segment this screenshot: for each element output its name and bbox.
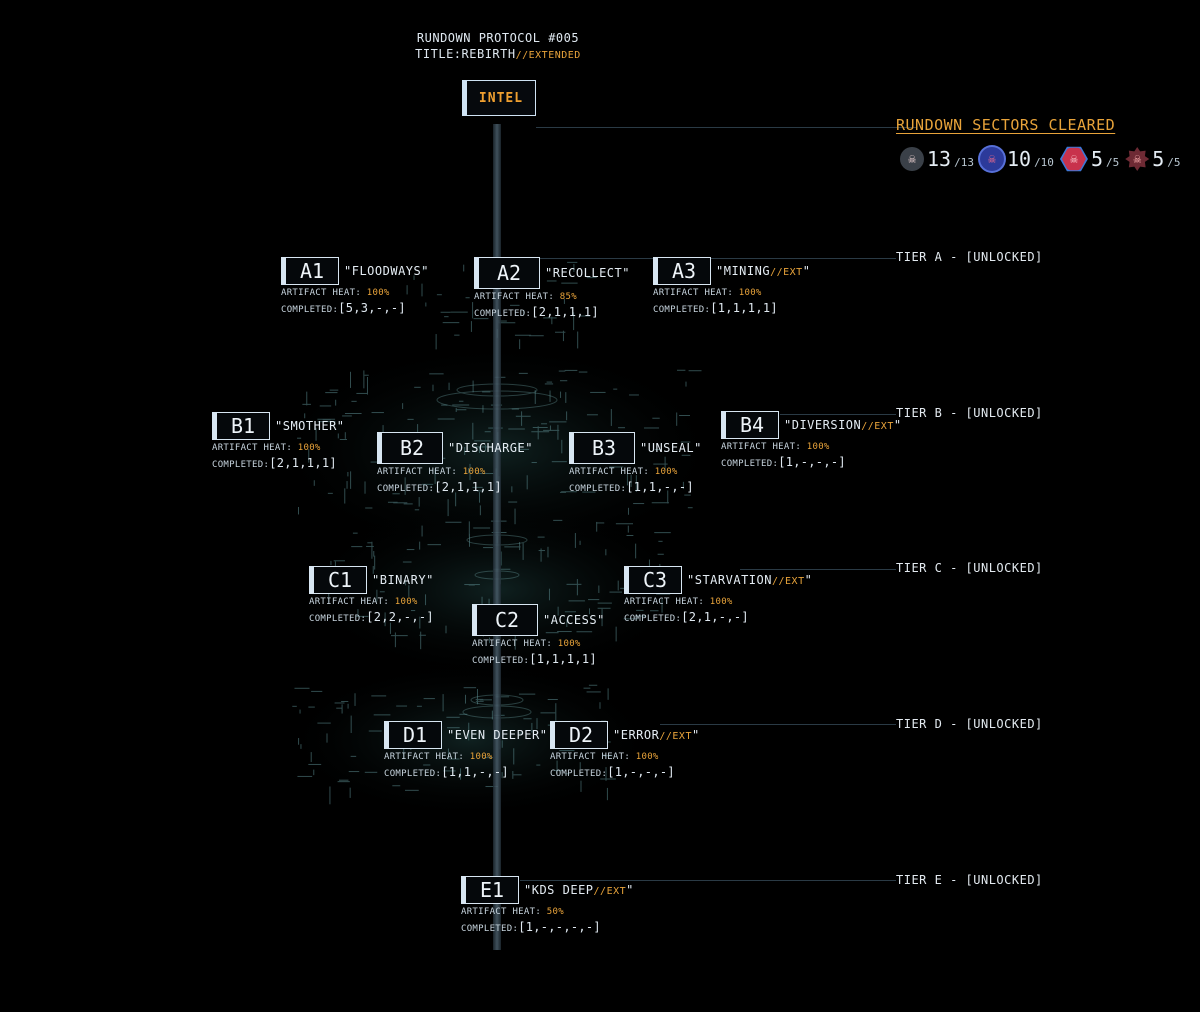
artifact-heat: ARTIFACT HEAT: 100%	[281, 288, 390, 298]
tier-a-label: TIER A - [UNLOCKED]	[896, 250, 1043, 264]
completed: COMPLETED:[1,-,-,-,-]	[461, 920, 601, 934]
tier-c-line	[740, 569, 896, 570]
tier-c-label: TIER C - [UNLOCKED]	[896, 561, 1043, 575]
level-name: "ERROR//EXT"	[613, 728, 700, 742]
level-name: "RECOLLECT"	[545, 266, 630, 280]
artifact-heat: ARTIFACT HEAT: 100%	[309, 597, 418, 607]
artifact-heat: ARTIFACT HEAT: 100%	[212, 443, 321, 453]
sector-stat-overload: ☠ 5/5	[1059, 146, 1119, 172]
skull-icon: ☠	[900, 147, 924, 171]
level-d2[interactable]: D2 "ERROR//EXT" ARTIFACT HEAT: 100% COMPL…	[550, 721, 700, 779]
completed: COMPLETED:[2,1,-,-]	[624, 610, 749, 624]
tier-d-line	[660, 724, 896, 725]
tier-d-label: TIER D - [UNLOCKED]	[896, 717, 1043, 731]
artifact-heat: ARTIFACT HEAT: 100%	[653, 288, 762, 298]
tier-b-label: TIER B - [UNLOCKED]	[896, 406, 1043, 420]
completed: COMPLETED:[2,1,1,1]	[377, 480, 502, 494]
level-c3[interactable]: C3"STARVATION//EXT" ARTIFACT HEAT: 100% …	[624, 566, 812, 624]
sector-stat-pe: ☠ 5/5	[1125, 147, 1181, 171]
level-c1[interactable]: C1 "BINARY" ARTIFACT HEAT: 100% COMPLETED…	[309, 566, 434, 624]
completed: COMPLETED:[1,-,-,-]	[550, 765, 675, 779]
level-name: "EVEN DEEPER"	[447, 728, 548, 742]
artifact-heat: ARTIFACT HEAT: 100%	[472, 639, 581, 649]
rundown-title: RUNDOWN PROTOCOL #005	[416, 31, 580, 45]
level-code[interactable]: C2	[472, 604, 538, 636]
gear-skull-icon: ☠	[1125, 147, 1150, 171]
level-code[interactable]: B2	[377, 432, 443, 464]
level-name: "DISCHARGE"	[448, 441, 533, 455]
tier-a-line	[540, 258, 896, 259]
artifact-heat: ARTIFACT HEAT: 100%	[377, 467, 486, 477]
level-name: "UNSEAL"	[640, 441, 702, 455]
level-code[interactable]: B1	[212, 412, 270, 440]
level-b4[interactable]: B4 "DIVERSION//EXT" ARTIFACT HEAT: 100% C…	[721, 411, 902, 469]
intel-line	[536, 127, 916, 128]
level-code[interactable]: D1	[384, 721, 442, 749]
artifact-heat: ARTIFACT HEAT: 100%	[624, 597, 733, 607]
completed: COMPLETED:[2,1,1,1]	[212, 456, 337, 470]
level-name: "MINING//EXT"	[716, 264, 811, 278]
sectors-cleared-stats: ☠ 13/13 ☠ 10/10 ☠ 5/5 ☠ 5/5	[900, 146, 1181, 172]
level-a2[interactable]: A2 "RECOLLECT" ARTIFACT HEAT: 85% COMPLET…	[474, 257, 630, 319]
tier-b-line	[780, 414, 896, 415]
level-a1[interactable]: A1 "FLOODWAYS" ARTIFACT HEAT: 100% COMPLE…	[281, 257, 429, 315]
intel-button[interactable]: INTEL	[462, 80, 536, 116]
level-code[interactable]: E1	[461, 876, 519, 904]
level-name: "STARVATION//EXT"	[687, 573, 813, 587]
completed: COMPLETED:[1,-,-,-]	[721, 455, 846, 469]
tier-e-line	[520, 880, 896, 881]
level-d1[interactable]: D1 "EVEN DEEPER" ARTIFACT HEAT: 100% COMP…	[384, 721, 547, 779]
level-b3[interactable]: B3 "UNSEAL" ARTIFACT HEAT: 100% COMPLETED…	[569, 432, 702, 494]
artifact-heat: ARTIFACT HEAT: 100%	[569, 467, 678, 477]
level-code[interactable]: B3	[569, 432, 635, 464]
artifact-heat: ARTIFACT HEAT: 50%	[461, 907, 564, 917]
sector-stat-main: ☠ 13/13	[900, 147, 974, 171]
artifact-heat: ARTIFACT HEAT: 100%	[721, 442, 830, 452]
completed: COMPLETED:[2,2,-,-]	[309, 610, 434, 624]
level-c2[interactable]: C2 "ACCESS" ARTIFACT HEAT: 100% COMPLETED…	[472, 604, 605, 666]
level-code[interactable]: D2	[550, 721, 608, 749]
artifact-heat: ARTIFACT HEAT: 100%	[384, 752, 493, 762]
hex-skull-icon: ☠	[1059, 146, 1088, 172]
level-code[interactable]: A2	[474, 257, 540, 289]
level-code[interactable]: B4	[721, 411, 779, 439]
level-b1[interactable]: B1 "SMOTHER" ARTIFACT HEAT: 100% COMPLETE…	[212, 412, 345, 470]
level-code[interactable]: C1	[309, 566, 367, 594]
level-code[interactable]: A3	[653, 257, 711, 285]
level-name: "DIVERSION//EXT"	[784, 418, 902, 432]
completed: COMPLETED:[1,1,-,-]	[569, 480, 694, 494]
level-b2[interactable]: B2 "DISCHARGE" ARTIFACT HEAT: 100% COMPLE…	[377, 432, 533, 494]
artifact-heat: ARTIFACT HEAT: 100%	[550, 752, 659, 762]
sectors-cleared-title: RUNDOWN SECTORS CLEARED	[896, 116, 1116, 134]
sector-stat-secondary: ☠ 10/10	[979, 147, 1054, 171]
rundown-header: RUNDOWN PROTOCOL #005 TITLE:REBIRTH//EXT…	[380, 30, 616, 64]
central-spine	[493, 124, 501, 950]
completed: COMPLETED:[1,1,1,1]	[653, 301, 778, 315]
level-code[interactable]: A1	[281, 257, 339, 285]
completed: COMPLETED:[1,1,-,-]	[384, 765, 509, 779]
level-name: "FLOODWAYS"	[344, 264, 429, 278]
level-a3[interactable]: A3 "MINING//EXT" ARTIFACT HEAT: 100% COMP…	[653, 257, 810, 315]
rundown-subtitle: TITLE:REBIRTH//EXTENDED	[415, 47, 581, 61]
completed: COMPLETED:[5,3,-,-]	[281, 301, 406, 315]
level-name: "KDS DEEP//EXT"	[524, 883, 634, 897]
level-name: "BINARY"	[372, 573, 434, 587]
artifact-heat: ARTIFACT HEAT: 85%	[474, 292, 577, 302]
level-name: "SMOTHER"	[275, 419, 345, 433]
completed: COMPLETED:[1,1,1,1]	[472, 652, 597, 666]
completed: COMPLETED:[2,1,1,1]	[474, 305, 599, 319]
skull-shield-icon: ☠	[979, 147, 1004, 171]
level-code[interactable]: C3	[624, 566, 682, 594]
tier-e-label: TIER E - [UNLOCKED]	[896, 873, 1043, 887]
level-name: "ACCESS"	[543, 613, 605, 627]
level-e1[interactable]: E1 "KDS DEEP//EXT" ARTIFACT HEAT: 50% COM…	[461, 876, 634, 934]
